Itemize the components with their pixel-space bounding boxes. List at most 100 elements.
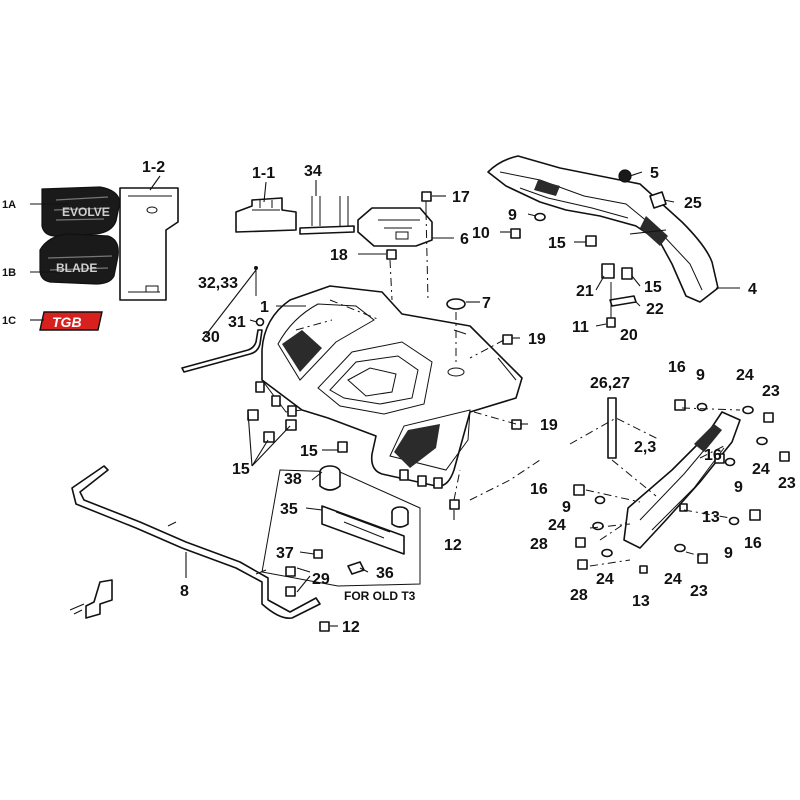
screw-part-13-bottom: [639, 565, 648, 574]
callout-24-mid: 24: [752, 461, 770, 478]
washer-part-9-left: [594, 495, 606, 505]
callout-31: 31: [228, 314, 246, 331]
nut-part-5: [618, 169, 632, 183]
washer-part-24-bottom-right: [674, 543, 686, 553]
callout-9-mid: 9: [734, 479, 743, 496]
callout-29: 29: [312, 571, 330, 588]
side-guard-part-2-3: [623, 411, 741, 549]
callout-1c: 1C: [2, 315, 16, 327]
callout-12-middle: 12: [444, 537, 462, 554]
frame-part-34: [299, 196, 355, 235]
callout-23-bottom: 23: [690, 583, 708, 600]
washer-part-24-right-top: [742, 405, 754, 415]
callout-16-bottom-right: 16: [744, 535, 762, 552]
callout-19-bottom: 19: [540, 417, 558, 434]
callout-32-33: 32,33: [198, 275, 238, 292]
bolt-part-17: [421, 191, 432, 212]
callout-4: 4: [748, 281, 757, 298]
callout-10: 10: [472, 225, 490, 242]
washer-part-9-right-top: [696, 402, 708, 412]
bracket-plate-part-6: [357, 207, 433, 247]
callout-13-right: 13: [702, 509, 720, 526]
bar-part-22: [609, 295, 637, 307]
bolt-part-28-left: [575, 537, 586, 548]
bolt-part-32-33: [254, 266, 258, 296]
bolt-part-18: [386, 249, 397, 260]
callout-20: 20: [620, 327, 638, 344]
bolt-part-19-bottom: [511, 419, 522, 430]
callout-28-left: 28: [530, 536, 548, 553]
assembly-axes: [295, 211, 741, 567]
bolt-part-16-left: [573, 484, 585, 496]
bolt-part-28-bottom: [577, 559, 588, 570]
callout-35: 35: [280, 501, 298, 518]
callout-38: 38: [284, 471, 302, 488]
rear-rack-part-4: [487, 155, 719, 303]
rear-fender-part-1: [255, 285, 523, 489]
callout-23-mid: 23: [778, 475, 796, 492]
callout-21: 21: [576, 283, 594, 300]
callout-6: 6: [460, 231, 469, 248]
tgb-logo-text: TGB: [52, 314, 82, 330]
callout-9-right-top: 9: [696, 367, 705, 384]
callout-24-right-top: 24: [736, 367, 754, 384]
bracket-part-small: [69, 579, 113, 619]
bolt-part-11: [606, 317, 616, 328]
callout-12-bottom: 12: [342, 619, 360, 636]
block-part-21: [601, 263, 615, 279]
callout-30: 30: [202, 329, 220, 346]
washer-part-9-mid: [724, 457, 736, 467]
washer-part-24-left: [592, 521, 604, 531]
callout-2-3: 2,3: [634, 439, 656, 456]
decal-1a: EVOLVE: [41, 186, 121, 237]
callout-18: 18: [330, 247, 348, 264]
bracket-part-35: [321, 505, 405, 555]
decal-1b: BLADE: [39, 233, 119, 285]
callout-15-left: 15: [232, 461, 250, 478]
note-for-old-t3: FOR OLD T3: [344, 589, 416, 603]
washer-part-9-bottom-right: [728, 516, 740, 526]
callout-22: 22: [646, 301, 664, 318]
callout-1-1: 1-1: [252, 165, 275, 182]
callout-37: 37: [276, 545, 294, 562]
screw-part-37: [313, 549, 323, 559]
mud-flap-part-1-2: [119, 187, 179, 301]
callout-labels: 1-2 1-1 34 1A 1B 1C 1 32,33 31 30 17 6 1…: [2, 159, 796, 636]
callout-7: 7: [482, 295, 491, 312]
callout-9-bottom-right: 9: [724, 545, 733, 562]
rod-part-30: [181, 329, 263, 373]
callout-24-bottom-right: 24: [664, 571, 682, 588]
clip-part-31: [255, 317, 265, 327]
callout-19-top: 19: [528, 331, 546, 348]
bolt-part-16-bottom-right: [749, 509, 761, 521]
washer-part-9-top: [534, 212, 546, 222]
cap-part-7: [446, 298, 466, 310]
callout-1b: 1B: [2, 267, 16, 279]
spacer-part-38: [319, 465, 341, 491]
washer-part-24-bottom-left: [601, 548, 613, 558]
callout-5: 5: [650, 165, 659, 182]
callout-15-rack-right: 15: [644, 279, 662, 296]
callout-24-left: 24: [548, 517, 566, 534]
clip-part-36: [347, 561, 365, 575]
spacer-part-35-end: [391, 506, 409, 528]
callout-11: 11: [572, 319, 589, 336]
callout-8: 8: [180, 583, 189, 600]
bolt-part-19-top: [502, 334, 513, 345]
callout-15-rack: 15: [548, 235, 566, 252]
frame-bar-part-8: [71, 465, 321, 620]
callout-1: 1: [260, 299, 269, 316]
callout-16-mid: 16: [704, 447, 722, 464]
clip-part-15-rack-right: [621, 267, 633, 280]
callout-1a: 1A: [2, 199, 16, 211]
bolt-part-23-mid: [779, 451, 790, 462]
bolt-part-23-right-top: [763, 412, 774, 423]
callout-25: 25: [684, 195, 702, 212]
bolt-part-29-top: [285, 566, 296, 577]
leader-lines: [30, 171, 740, 627]
callout-23-right-top: 23: [762, 383, 780, 400]
callout-13-bottom: 13: [632, 593, 650, 610]
nut-part-10: [510, 228, 521, 239]
callout-9-top: 9: [508, 207, 517, 224]
